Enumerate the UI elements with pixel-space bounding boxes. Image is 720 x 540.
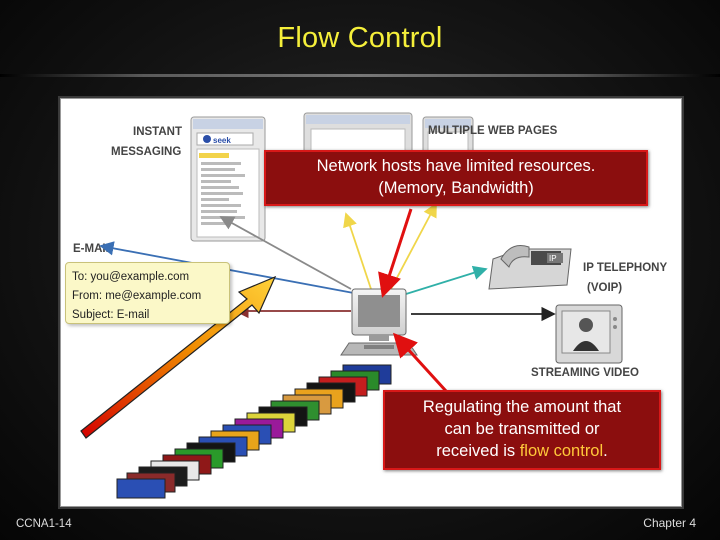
host-computer-icon xyxy=(340,288,418,356)
arrow-to-im xyxy=(219,216,352,290)
label-multiple-web-pages: MULTIPLE WEB PAGES xyxy=(428,125,558,137)
callout-limited-resources: Network hosts have limited resources. (M… xyxy=(264,150,648,206)
callout-top-pointer xyxy=(378,208,413,298)
ip-badge-text: IP xyxy=(549,254,557,263)
callout-bottom-pointer xyxy=(392,332,448,393)
callout-top-line2: (Memory, Bandwidth) xyxy=(378,179,534,197)
ip-badge xyxy=(547,253,563,263)
arrow-to-phone xyxy=(405,265,488,295)
footer-chapter: Chapter 4 xyxy=(643,516,696,530)
packet-stack xyxy=(116,364,392,499)
label-ip-telephony: IP TELEPHONY xyxy=(583,262,667,274)
arrow-to-web-left xyxy=(343,212,372,290)
title-divider xyxy=(0,74,720,77)
email-subject: Subject: E-mail xyxy=(72,309,150,321)
footer-course-code: CCNA1-14 xyxy=(16,518,72,530)
callout-bottom-line3: received is flow control. xyxy=(385,440,659,462)
video-monitor-icon xyxy=(555,304,623,364)
email-from: From: me@example.com xyxy=(72,290,202,302)
instant-messaging-window: seek xyxy=(190,116,266,242)
im-logo: seek xyxy=(213,136,231,145)
slide-title: Flow Control xyxy=(277,22,443,54)
callout-top-line1: Network hosts have limited resources. xyxy=(316,157,596,175)
flow-control-highlight: flow control xyxy=(519,442,604,460)
callout-bottom-line1: Regulating the amount that xyxy=(422,398,622,416)
callout-bottom-line3-pre: received is xyxy=(436,442,520,460)
label-messaging: MESSAGING xyxy=(111,146,181,158)
ip-phone-icon: IP xyxy=(488,245,572,290)
email-card: To: you@example.com From: me@example.com… xyxy=(65,262,230,324)
label-instant: INSTANT xyxy=(133,126,182,138)
arrow-to-email xyxy=(99,241,360,295)
label-streaming-video: STREAMING VIDEO xyxy=(531,367,639,379)
callout-flow-control: Regulating the amount that can be transm… xyxy=(383,390,661,470)
callout-bottom-line3-post: . xyxy=(603,442,608,460)
label-voip: (VOIP) xyxy=(587,282,622,294)
email-to: To: you@example.com xyxy=(72,271,190,283)
callout-bottom-line2: can be transmitted or xyxy=(444,420,600,438)
label-email: E-MAIL xyxy=(73,243,113,255)
